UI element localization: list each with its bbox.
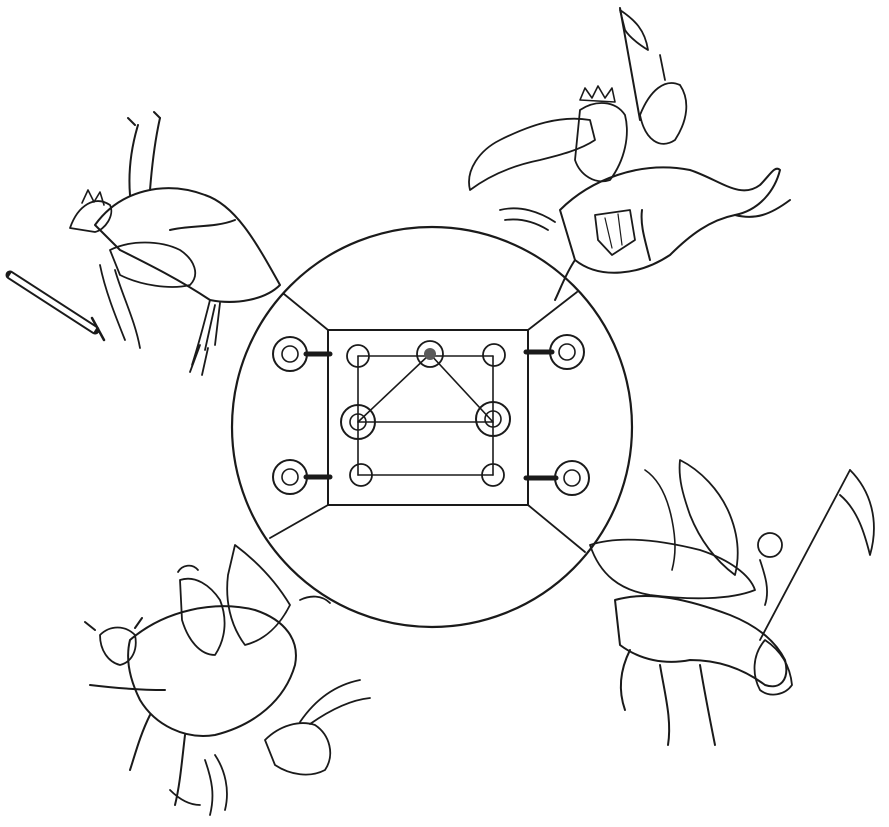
crowned-rider-top-right <box>469 8 790 300</box>
outer-node-top-left <box>273 337 330 371</box>
winged-rider-bottom-right <box>590 460 874 745</box>
game-board <box>270 292 585 552</box>
outer-node-top-right <box>526 335 584 369</box>
cockerel-rider-top-left <box>10 112 280 375</box>
bull-rider-bottom-left <box>85 545 370 815</box>
central-circle <box>232 227 632 627</box>
outer-node-bottom-right <box>526 461 589 495</box>
node-top-right <box>483 344 505 366</box>
outer-node-bottom-left <box>273 460 330 494</box>
